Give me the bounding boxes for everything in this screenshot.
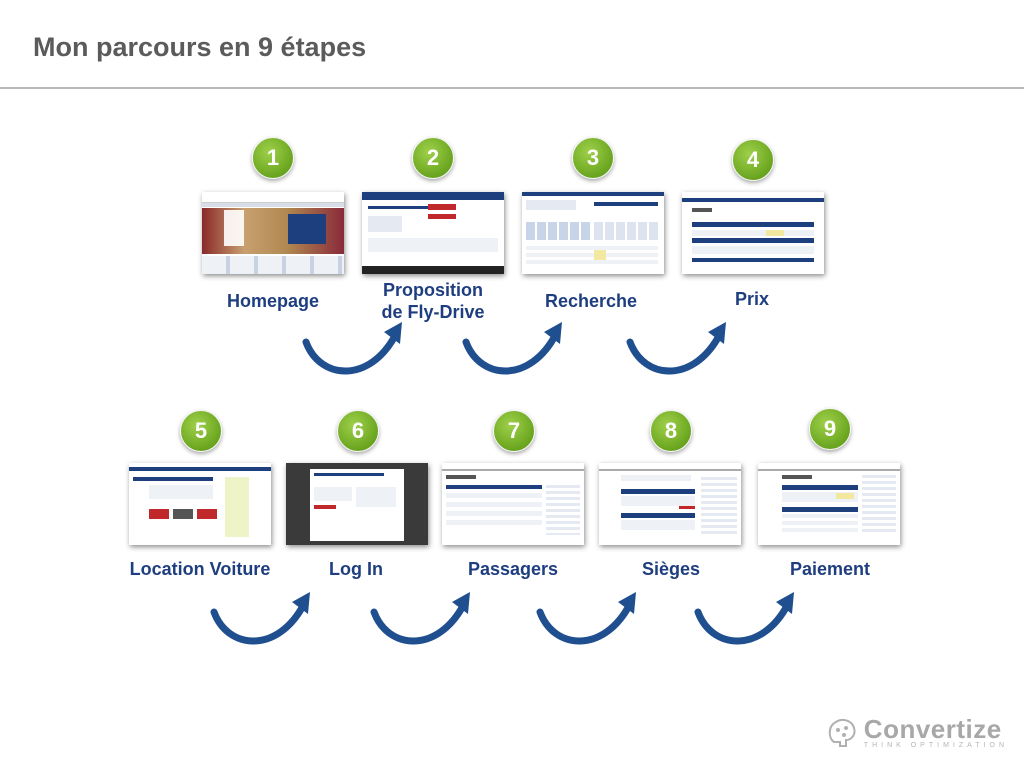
- step-2-badge: 2: [412, 137, 454, 179]
- step-5-screenshot: [129, 463, 271, 545]
- flow-arrow-3-4: [624, 312, 734, 382]
- step-6-screenshot: [286, 463, 428, 545]
- title-divider: [0, 87, 1024, 89]
- step-7-screenshot: [442, 463, 584, 545]
- step-3-badge: 3: [572, 137, 614, 179]
- step-4-screenshot: [682, 192, 824, 274]
- step-5-badge: 5: [180, 410, 222, 452]
- slide-title: Mon parcours en 9 étapes: [33, 32, 366, 63]
- brain-icon: [826, 716, 858, 748]
- step-9-screenshot: [758, 463, 900, 545]
- flow-arrow-5-6: [208, 582, 318, 652]
- convertize-logo: Convertize THINK OPTIMIZATION: [826, 714, 1008, 749]
- step-4-label: Prix: [652, 288, 852, 310]
- flow-arrow-6-7: [368, 582, 478, 652]
- logo-name: Convertize: [864, 714, 1008, 745]
- step-8-screenshot: [599, 463, 741, 545]
- logo-tagline: THINK OPTIMIZATION: [864, 742, 1008, 749]
- flow-arrow-7-8: [534, 582, 644, 652]
- step-1-screenshot: [202, 192, 344, 274]
- flow-arrow-2-3: [460, 312, 570, 382]
- step-2-screenshot: [362, 192, 504, 274]
- step-1-badge: 1: [252, 137, 294, 179]
- step-4-badge: 4: [732, 139, 774, 181]
- step-9-label: Paiement: [730, 558, 930, 580]
- flow-arrow-1-2: [300, 312, 410, 382]
- step-9-badge: 9: [809, 408, 851, 450]
- step-3-screenshot: [522, 192, 664, 274]
- flow-arrow-8-9: [692, 582, 802, 652]
- step-8-badge: 8: [650, 410, 692, 452]
- step-7-badge: 7: [493, 410, 535, 452]
- step-6-badge: 6: [337, 410, 379, 452]
